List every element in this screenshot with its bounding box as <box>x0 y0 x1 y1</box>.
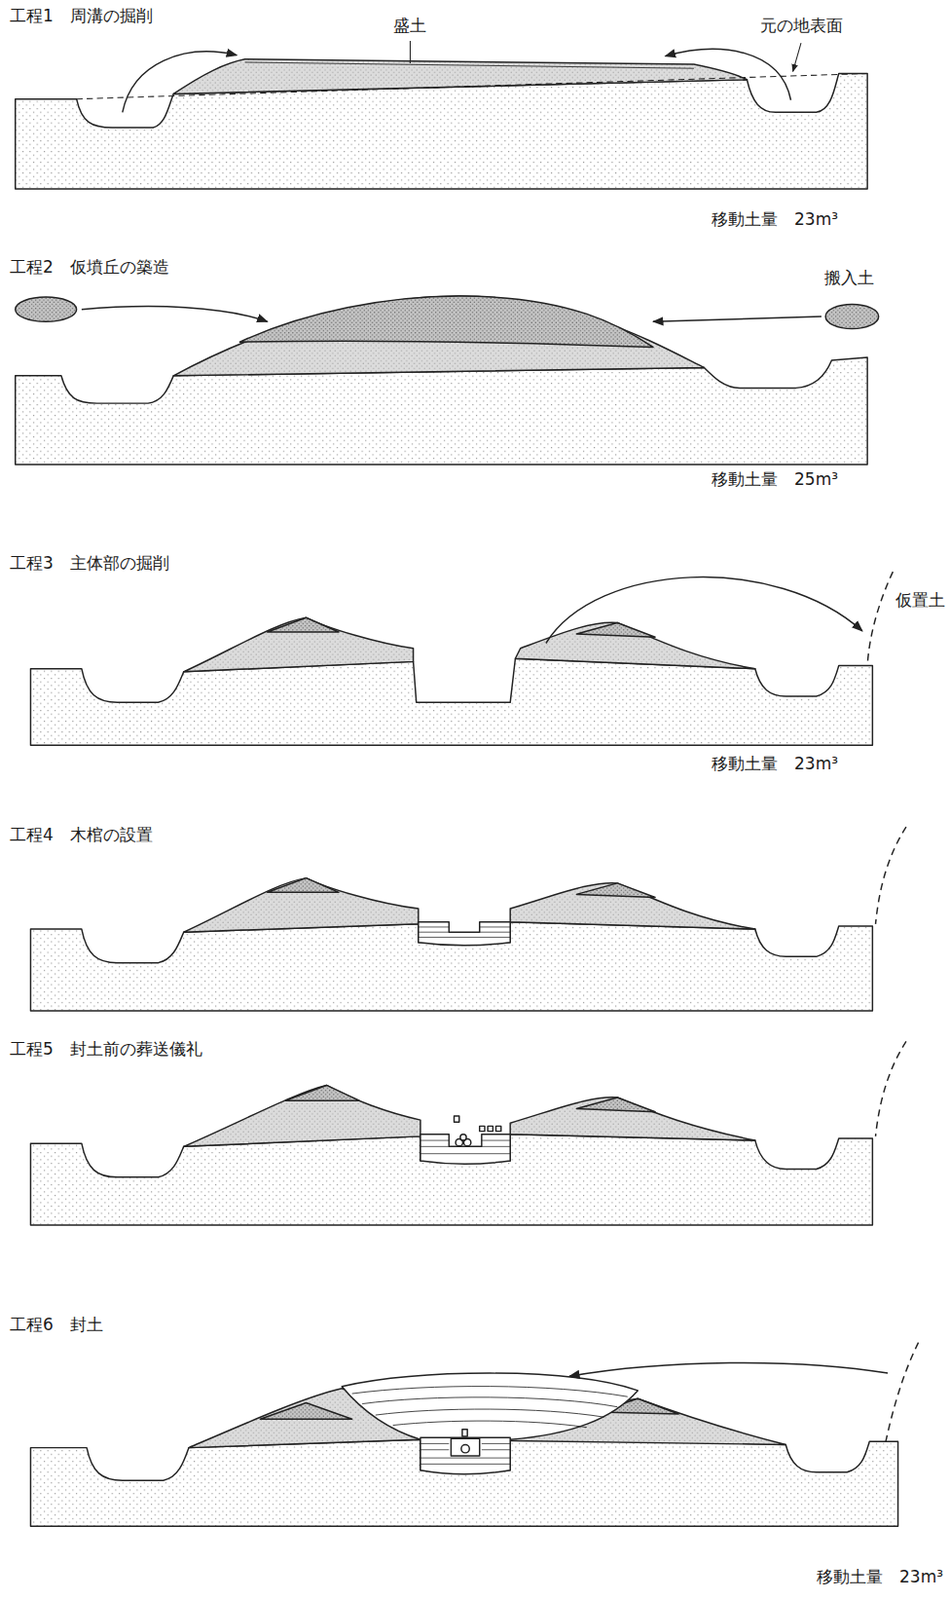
step-3-figure <box>30 571 893 745</box>
soil-volume: 移動土量 23m³ <box>711 753 839 773</box>
part-label: 仮置土 <box>895 589 946 610</box>
step-title: 工程6 封土 <box>9 1314 104 1334</box>
step-title: 工程3 主体部の掘削 <box>9 552 170 573</box>
step-2-figure <box>15 295 879 465</box>
step-title: 工程5 封土前の葬送儀礼 <box>9 1038 203 1059</box>
step-title: 工程1 周溝の掘削 <box>9 5 153 26</box>
step-title: 工程2 仮墳丘の築造 <box>9 256 170 277</box>
soil-volume: 移動土量 23m³ <box>711 209 839 229</box>
soil-volume: 移動土量 25m³ <box>711 469 839 489</box>
step-1-figure <box>15 40 868 189</box>
part-label: 搬入土 <box>824 267 875 288</box>
step-title: 工程4 木棺の設置 <box>9 824 153 844</box>
part-label: 元の地表面 <box>760 15 843 36</box>
part-label: 盛土 <box>393 15 427 36</box>
step-5-figure <box>30 1040 907 1225</box>
step-4-figure <box>30 826 907 1011</box>
step-6-figure <box>30 1342 918 1527</box>
soil-volume: 移動土量 23m³ <box>816 1566 944 1586</box>
